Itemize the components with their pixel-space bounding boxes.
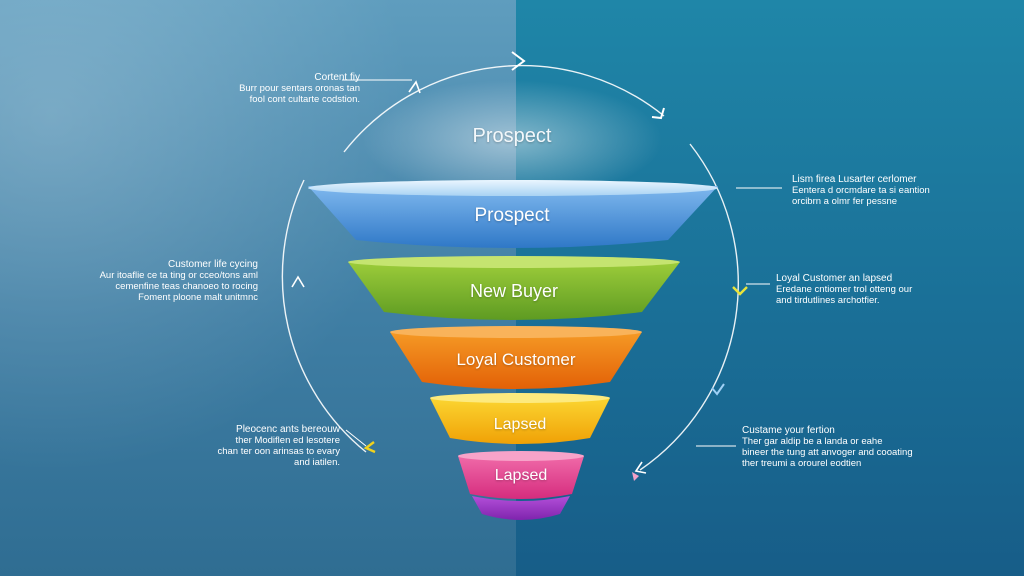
funnel-base bbox=[472, 496, 570, 520]
note-mid-left: Customer life cycing Aur itoaflie ce ta … bbox=[60, 259, 258, 303]
note-top-right-line-2: orcibrn a olmr fer pessne bbox=[792, 196, 898, 207]
title-glow bbox=[362, 80, 662, 200]
note-bottom-left-title: Pleocenc ants bereouw bbox=[236, 424, 340, 435]
note-mid-right-title: Loyal Customer an lapsed bbox=[776, 273, 893, 284]
arrow-bottom-right-icon bbox=[634, 461, 647, 474]
note-top-right-title: Lism firea Lusarter cerlomer bbox=[792, 174, 917, 185]
note-bottom-left-line-2: chan ter oon arinsas to evary bbox=[217, 446, 340, 457]
arrow-right-blue-icon bbox=[711, 383, 725, 396]
arrow-top-icon bbox=[511, 51, 526, 71]
note-top-left: Cortent fiy Burr pour sentars oronas tan… bbox=[196, 72, 360, 105]
cycle-arc-left bbox=[281, 179, 367, 453]
funnel-stage-lapsed-magenta bbox=[458, 451, 584, 499]
note-top-left-title: Cortent fiy bbox=[314, 72, 360, 83]
cycle-arc-top bbox=[343, 64, 665, 153]
connector-bottom-left bbox=[345, 429, 367, 447]
stage-label-lapsed: Lapsed bbox=[493, 416, 547, 433]
stage-label-prospect: Prospect bbox=[474, 205, 550, 226]
arrow-upper-left-icon bbox=[408, 80, 421, 94]
funnel-stage-lapsed-yellow bbox=[430, 393, 610, 444]
note-top-left-line-2: fool cont cultarte codstion. bbox=[249, 94, 360, 105]
stage-label-lapsed-2: Lapsed bbox=[494, 467, 548, 484]
note-top-right-line-1: Eentera d orcmdare ta si eantion bbox=[792, 185, 930, 196]
cycle-arc-right bbox=[639, 143, 739, 471]
stage-label-loyal-customer: Loyal Customer bbox=[456, 350, 576, 369]
note-top-right: Lism firea Lusarter cerlomer Eentera d o… bbox=[792, 174, 972, 207]
note-mid-right-line-2: and tirdutlines archotfier. bbox=[776, 295, 880, 306]
arrow-pink-icon bbox=[632, 472, 639, 481]
note-mid-left-line-1: Aur itoaflie ce ta ting or cceo/tons aml bbox=[99, 270, 258, 281]
arrow-left-icon bbox=[291, 275, 305, 288]
note-mid-right-line-1: Eredane cntiomer trol otteng our bbox=[776, 284, 913, 295]
stage-label-new-buyer: New Buyer bbox=[469, 281, 559, 301]
note-bottom-right-title: Custame your fertion bbox=[742, 425, 835, 436]
note-mid-left-title: Customer life cycing bbox=[167, 259, 258, 270]
note-mid-right: Loyal Customer an lapsed Eredane cntiome… bbox=[776, 273, 976, 306]
note-bottom-left: Pleocenc ants bereouw ther Modiflen ed l… bbox=[168, 424, 340, 468]
note-bottom-right: Custame your fertion Ther gar aldip be a… bbox=[742, 425, 962, 469]
arrow-bottom-left-yellow-icon bbox=[363, 441, 376, 454]
note-bottom-left-line-1: ther Modiflen ed lesotere bbox=[235, 435, 340, 446]
note-mid-left-line-3: Foment ploone malt unitmnc bbox=[138, 292, 258, 303]
diagram-title: Prospect bbox=[472, 125, 552, 147]
funnel-stage-loyal-customer bbox=[390, 326, 642, 389]
note-bottom-right-line-3: ther treumi a orourel eodtien bbox=[742, 458, 862, 469]
funnel-stage-prospect bbox=[308, 180, 718, 248]
note-top-left-line-1: Burr pour sentars oronas tan bbox=[239, 83, 360, 94]
note-bottom-right-line-2: bineer the tung att anvoger and cooating bbox=[742, 447, 913, 458]
funnel-stage-new-buyer bbox=[348, 256, 680, 320]
note-bottom-right-line-1: Ther gar aldip be a landa or eahe bbox=[742, 436, 883, 447]
arrow-top-right-icon bbox=[651, 107, 665, 120]
note-mid-left-line-2: cemenfine teas chanoeo to rocing bbox=[115, 281, 258, 292]
note-bottom-left-line-3: and iatilen. bbox=[294, 457, 340, 468]
arrow-right-yellow-icon bbox=[732, 286, 748, 296]
